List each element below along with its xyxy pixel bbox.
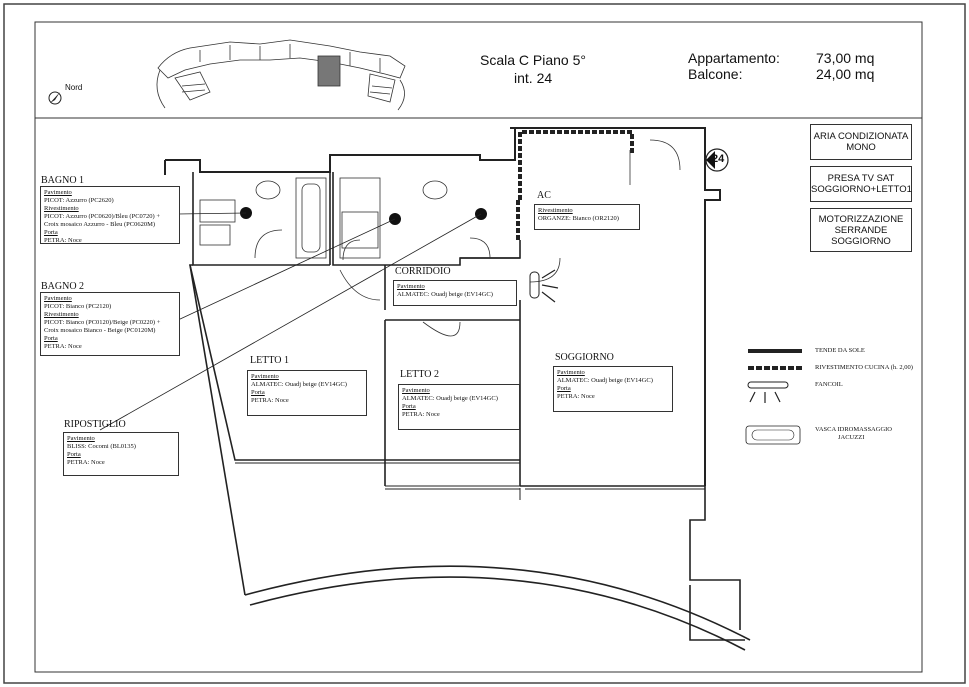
legend-label-tende: TENDE DA SOLE [815, 347, 865, 354]
room-title-bagno2: BAGNO 2 [41, 281, 85, 292]
spec-box-bagno2: Pavimento PICOT: Bianco (PC2120) Rivesti… [40, 292, 180, 356]
room-title-bagno1: BAGNO 1 [41, 175, 85, 186]
spec-box-letto1: Pavimento ALMATEC: Ouadj beige (EV14GC) … [247, 370, 367, 416]
site-key-plan [156, 39, 406, 111]
room-title-soggiorno: SOGGIORNO [555, 352, 614, 363]
fancoil-icon [529, 269, 559, 303]
room-title-corridoio: CORRIDOIO [395, 266, 451, 277]
legend-label-rivestimento: RIVESTIMENTO CUCINA (h. 2,00) [815, 364, 913, 371]
title-line-1: Scala C Piano 5° [480, 52, 586, 68]
feature-box-shutters: MOTORIZZAZIONE SERRANDE SOGGIORNO [810, 208, 912, 252]
feature-box-tv: PRESA TV SAT SOGGIORNO+LETTO1 [810, 166, 912, 202]
kitchen-cladding-wall [516, 130, 634, 240]
balcone-value: 24,00 mq [816, 66, 875, 82]
room-title-ac: AC [537, 190, 551, 201]
title-line-2: int. 24 [514, 70, 553, 86]
legend-label-jacuzzi: JACUZZI [838, 434, 865, 441]
feature-box-aircon: ARIA CONDIZIONATA MONO [810, 124, 912, 160]
legend-symbols [745, 349, 802, 445]
spec-box-corridoio: Pavimento ALMATEC: Ouadj beige (EV14GC) [393, 280, 517, 306]
legend-label-fancoil: FANCOIL [815, 381, 843, 388]
appartamento-value: 73,00 mq [816, 50, 875, 66]
legend-label-vasca: VASCA IDROMASSAGGIO [815, 426, 892, 433]
appartamento-label: Appartamento: [688, 50, 780, 66]
room-title-letto2: LETTO 2 [400, 369, 439, 380]
spec-box-ac: Rivestimento ORGANZE: Bianco (OR2120) [534, 204, 640, 230]
spec-box-ripostiglio: Pavimento BLISS: Cocomi (BL0135) Porta P… [63, 432, 179, 476]
unit-badge-label: 24 [712, 153, 725, 165]
north-arrow-icon [48, 91, 62, 105]
balcone-label: Balcone: [688, 66, 743, 82]
room-title-letto1: LETTO 1 [250, 355, 289, 366]
spec-box-bagno1: Pavimento PICOT: Azzurro (PC2620) Rivest… [40, 186, 180, 244]
room-title-ripostiglio: RIPOSTIGLIO [64, 419, 126, 430]
unit-badge-icon [705, 148, 729, 172]
spec-box-soggiorno: Pavimento ALMATEC: Ouadj beige (EV14GC) … [553, 366, 673, 412]
spec-box-letto2: Pavimento ALMATEC: Ouadj beige (EV14GC) … [398, 384, 520, 430]
north-label: Nord [65, 83, 83, 92]
